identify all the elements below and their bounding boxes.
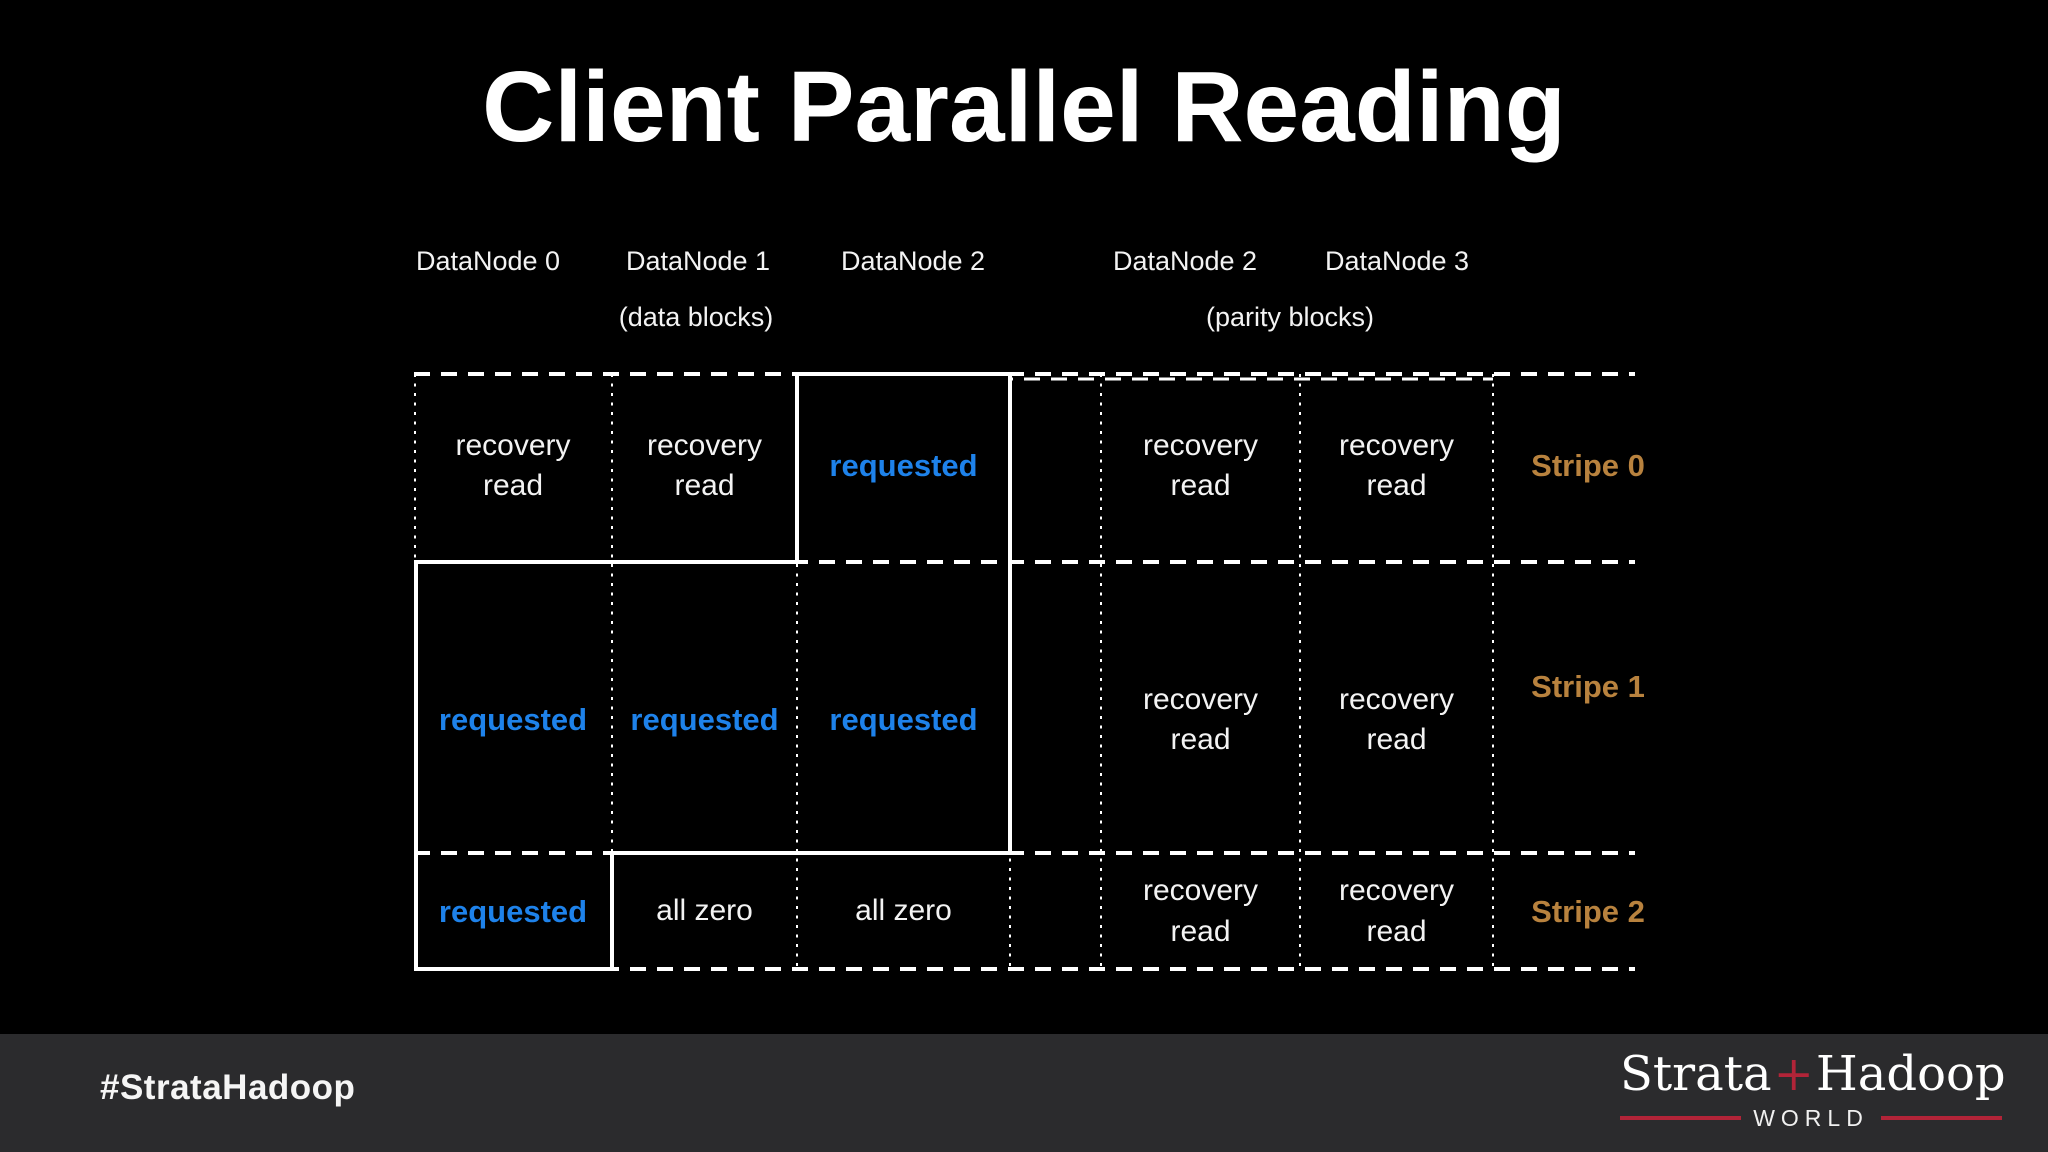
logo-plus-icon: + xyxy=(1773,1046,1814,1102)
logo-strata-text: Strata xyxy=(1620,1046,1772,1102)
cell-stripe0-datanode2: requested xyxy=(829,448,978,484)
cell-stripe2-datanode0: requested xyxy=(438,893,588,929)
cell-stripe1-datanode1: requested xyxy=(630,702,779,738)
stripe-label-2: Stripe 2 xyxy=(1531,893,1645,929)
logo-hadoop-text: Hadoop xyxy=(1815,1046,2006,1102)
column-header-datanode-1: DataNode 1 xyxy=(625,246,771,276)
cell-stripe0-datanode1: recovery read xyxy=(646,428,763,503)
cell-stripe1-parity-datanode2: recovery read xyxy=(1142,682,1259,757)
column-header-datanode-0: DataNode 0 xyxy=(415,246,561,276)
cell-stripe1-datanode2: requested xyxy=(829,702,978,738)
stripe-label-0: Stripe 0 xyxy=(1531,448,1645,483)
page-title: Client Parallel Reading xyxy=(482,51,1566,163)
cell-stripe0-parity-datanode2: recovery read xyxy=(1142,428,1259,503)
logo-wordmark: Strata+Hadoop xyxy=(1620,1046,2006,1102)
strata-hadoop-logo: Strata+Hadoop WORLD xyxy=(1620,1046,2006,1131)
stripe-label-1: Stripe 1 xyxy=(1531,669,1645,704)
cell-stripe0-parity-datanode3: recovery read xyxy=(1338,428,1455,503)
cell-stripe0-datanode0: recovery read xyxy=(455,428,571,503)
cell-stripe2-parity-datanode3: recovery read xyxy=(1338,874,1455,948)
group-label-parity-blocks: (parity blocks) xyxy=(1205,302,1375,332)
column-header-datanode-3: DataNode 3 xyxy=(1324,246,1470,276)
logo-world-text: WORLD xyxy=(1753,1104,1869,1131)
cell-stripe2-datanode2: all zero xyxy=(855,894,952,928)
cell-stripe1-datanode0: requested xyxy=(438,702,588,738)
column-header-datanode-2: DataNode 2 xyxy=(840,246,986,276)
logo-world-row: WORLD xyxy=(1620,1104,2002,1131)
hashtag-text: #StrataHadoop xyxy=(100,1068,356,1107)
cell-stripe2-datanode1: all zero xyxy=(656,894,753,928)
cell-stripe1-parity-datanode3: recovery read xyxy=(1338,682,1455,757)
logo-rule-left-icon xyxy=(1620,1116,1742,1121)
logo-rule-right-icon xyxy=(1880,1116,2002,1121)
cell-stripe2-parity-datanode2: recovery read xyxy=(1142,874,1259,948)
group-label-data-blocks: (data blocks) xyxy=(618,302,774,332)
column-header-datanode-2-parity: DataNode 2 xyxy=(1112,246,1258,276)
footer-bar: #StrataHadoop Strata+Hadoop WORLD xyxy=(0,1034,2048,1152)
